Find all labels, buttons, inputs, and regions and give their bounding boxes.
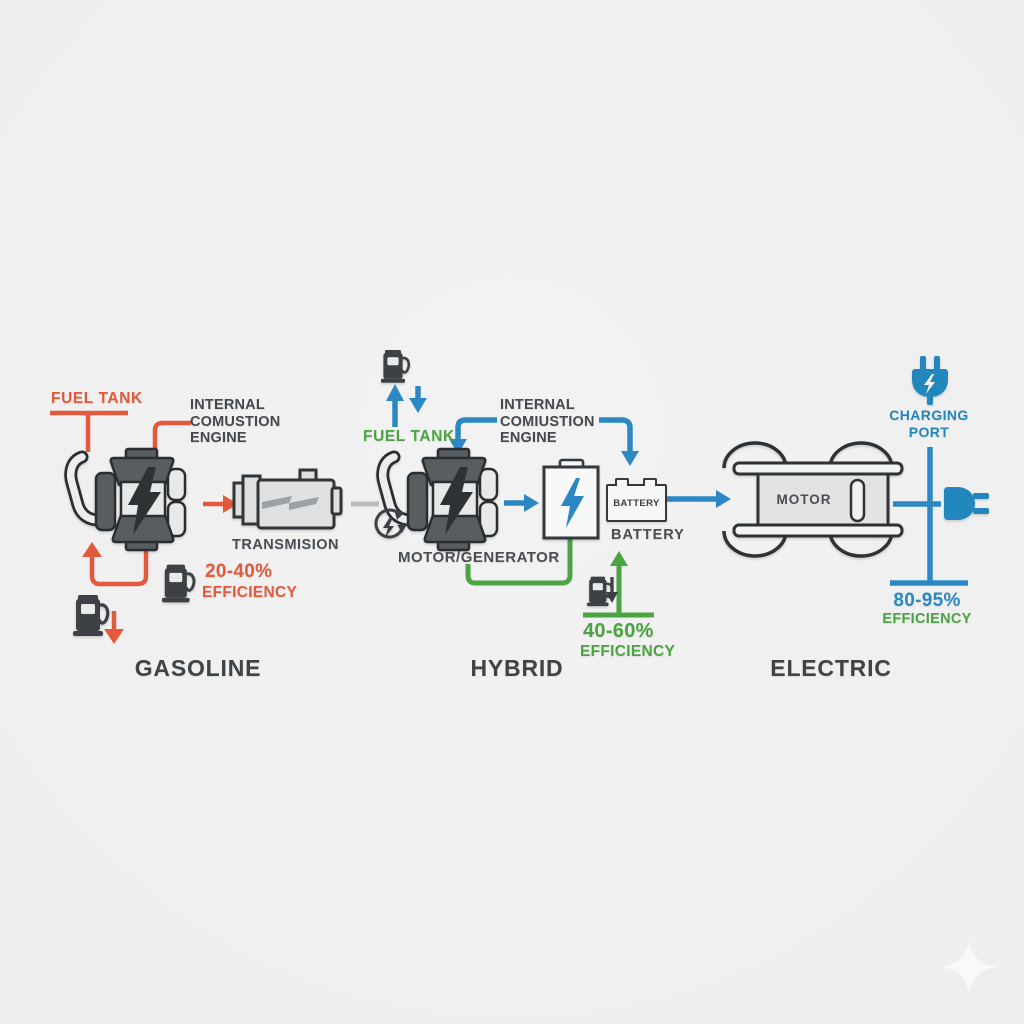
engine-label-line: COMUSTION (190, 413, 281, 430)
charging-plug-icon (912, 356, 948, 405)
engine-to-battery-arrow (599, 417, 633, 451)
hybrid-blue-connectors (392, 386, 716, 506)
ev-chassis-icon (722, 441, 904, 558)
motor-generator-label: MOTOR/GENERATOR (398, 549, 560, 566)
hybrid-engine-label: INTERNAL COMIUSTION ENGINE (500, 397, 595, 447)
hybrid-fuel-tank-label: FUEL TANK (363, 428, 455, 445)
battery-terminal (615, 478, 629, 486)
battery-label: BATTERY (611, 527, 685, 543)
combustion-engine-icon (383, 449, 497, 550)
exhaust-return-arrow (89, 549, 149, 587)
battery-terminal (643, 478, 657, 486)
engine-pointer-arrow (455, 417, 497, 439)
fuel-pump-icon (585, 575, 614, 608)
battery-icon: BATTERY (606, 478, 667, 522)
regen-return-line (465, 538, 573, 586)
engine-label-line: COMIUSTION (500, 413, 595, 430)
engine-label-line: ENGINE (190, 430, 247, 446)
lightning-bolt-icon (924, 374, 935, 394)
gasoline-connectors (50, 410, 223, 629)
hybrid-efficiency-value: 40-60% (583, 620, 654, 642)
power-plug-icon (944, 487, 989, 520)
charging-port-line: PORT (908, 423, 950, 440)
gasoline-efficiency-value: 20-40% (205, 561, 273, 582)
fuel-pump-icon (71, 593, 110, 638)
hybrid-blue-arrowheads (386, 384, 731, 512)
electric-connectors (890, 447, 968, 586)
gasoline-arrowheads (82, 495, 238, 644)
engine-pointer-line (152, 420, 191, 450)
regen-cycle-icon (374, 508, 407, 539)
transmission-icon (232, 468, 343, 530)
pump-small-arrowhead (606, 592, 618, 603)
fuel-pump-icon (160, 563, 196, 604)
engine-label-line: ENGINE (500, 430, 557, 446)
motor-generator-icon (542, 458, 600, 540)
gasoline-title: GASOLINE (134, 655, 262, 681)
sparkle-icon (941, 939, 997, 995)
hybrid-title: HYBRID (470, 655, 564, 681)
electric-efficiency-value: 80-95% (893, 590, 961, 611)
electric-title: ELECTRIC (770, 655, 892, 681)
engine-label-line: INTERNAL (190, 397, 265, 413)
transmission-label: TRANSMISION (232, 537, 339, 553)
lightning-bolt-icon (561, 478, 584, 528)
gasoline-efficiency-label: EFFICIENCY (202, 584, 298, 601)
gasoline-engine-label: INTERNAL COMUSTION ENGINE (190, 397, 280, 447)
engine-label-line: INTERNAL (500, 397, 575, 413)
charging-port-label: CHARGING PORT (869, 407, 989, 440)
motor-label: MOTOR (776, 492, 832, 507)
combustion-engine-icon (71, 449, 185, 550)
battery-box-label: BATTERY (613, 497, 660, 509)
charging-port-line: CHARGING (889, 407, 969, 423)
fuel-pump-icon (379, 348, 411, 385)
hybrid-efficiency-label: EFFICIENCY (580, 643, 676, 660)
gasoline-fuel-tank-label: FUEL TANK (51, 390, 143, 407)
green-arrowhead (610, 551, 628, 566)
hybrid-green-connectors (465, 538, 654, 618)
electric-efficiency-label: EFFICIENCY (882, 611, 972, 627)
